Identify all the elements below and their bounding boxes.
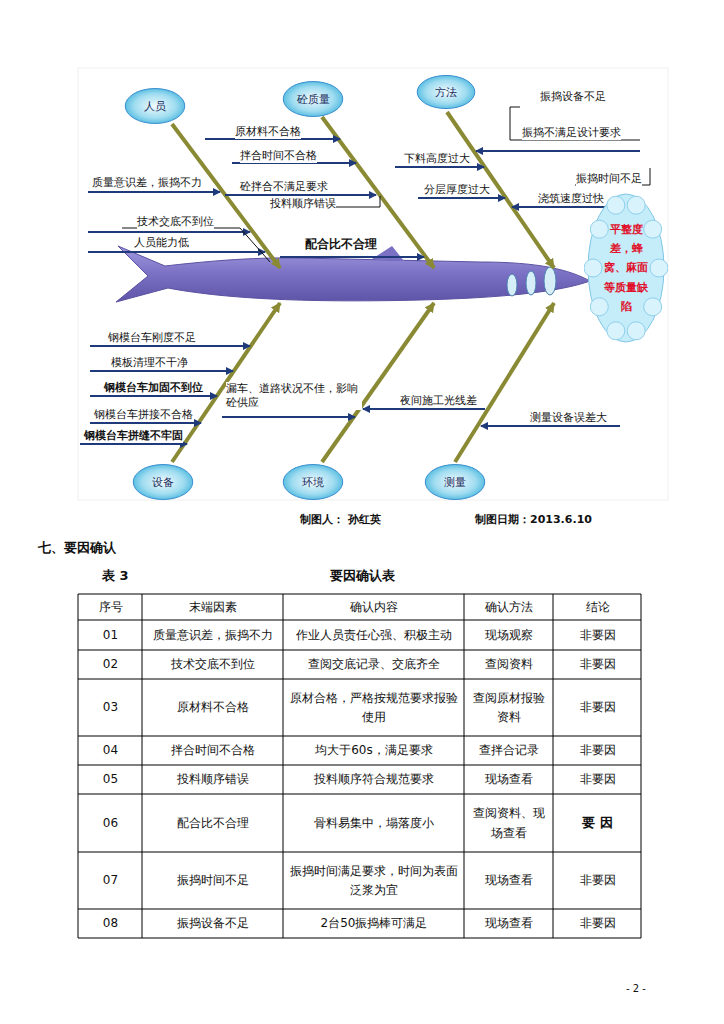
cause-label: 测量设备误差大 [530,411,607,425]
effect-cloud: 平整度差，蜂窝、麻面等质量缺陷 [584,190,668,346]
table-cell: 06 [79,795,142,852]
table-cell: 原材料不合格 [143,680,283,736]
table-cell: 骨料易集中，塌落度小 [284,795,464,852]
table-cell: 查拌合记录 [465,737,553,765]
table-cell: 非要因 [554,680,641,736]
node-text: 人员 [144,99,166,114]
table-cell: 质量意识差，振捣不力 [143,621,283,650]
cause-label: 下料高度过大 [404,152,470,166]
table-cell: 非要因 [554,766,641,794]
section-heading: 七、要因确认 [38,540,116,556]
table-cell: 01 [79,621,142,650]
table-cell: 非要因 [554,910,641,938]
node-text: 方法 [435,85,457,100]
table-cell: 配合比不合理 [143,795,283,852]
table-cell: 现场查看 [465,766,553,794]
category-oval: 环境 [282,463,344,501]
node-text: 砼质量 [297,92,330,107]
table-caption: 要因确认表 [330,568,395,584]
table-cell: 非要因 [554,737,641,765]
cause-label: 钢模台车拼缝不牢固 [84,429,183,443]
category-oval: 测量 [424,463,486,501]
cause-label: 分层厚度过大 [424,183,490,197]
table-cell: 非要因 [554,621,641,650]
cause-label: 人员能力低 [134,236,189,250]
cause-label: 振捣不满足设计要求 [522,126,621,140]
node-text: 环境 [302,475,324,490]
table-cell: 技术交底不到位 [143,651,283,679]
table-cell: 非要因 [554,853,641,909]
table-header-cell: 序号 [79,595,142,620]
cause-label: 模板清理不干净 [111,356,188,370]
cause-label: 砼拌合不满足要求 [240,180,328,194]
table-cell: 原材合格，严格按规范要求报验使用 [284,680,464,736]
table-cell: 拌合时间不合格 [143,737,283,765]
table-cell: 振捣时间不足 [143,853,283,909]
table-cell: 投料顺序符合规范要求 [284,766,464,794]
table-cell: 均大于60s，满足要求 [284,737,464,765]
cause-label: 振捣时间不足 [576,172,642,186]
drawing-credit: 制图人： 孙红英 [300,513,381,527]
table-cell: 查阅资料、现场查看 [465,795,553,852]
node-text: 测量 [444,475,466,490]
table-header-cell: 末端因素 [143,595,283,620]
cause-label: 钢模台车加固不到位 [104,381,203,395]
table-cell: 投料顺序错误 [143,766,283,794]
table-cell: 作业人员责任心强、积极主动 [284,621,464,650]
table-cell: 07 [79,853,142,909]
cause-label: 振捣设备不足 [540,90,606,104]
table-cell: 2台50振捣棒可满足 [284,910,464,938]
category-oval: 设备 [132,463,194,501]
cause-label: 拌合时间不合格 [240,149,317,163]
table-cell: 振捣时间满足要求，时间为表面泛浆为宜 [284,853,464,909]
cause-label: 夜间施工光线差 [400,394,477,408]
table-header-cell: 结论 [554,595,641,620]
table-cell: 非要因 [554,651,641,679]
table-cell: 现场观察 [465,621,553,650]
cause-label: 漏车、道路状况不佳，影响砼供应 [226,382,362,410]
cause-label: 技术交底不到位 [137,215,214,229]
cause-label: 质量意识差，振捣不力 [92,176,202,190]
drawing-credit: 制图日期：2013.6.10 [475,513,592,527]
cause-label: 钢模台车拼接不合格 [94,408,193,422]
page-number: - 2 - [626,983,646,996]
table-cell: 查阅原材报验资料 [465,680,553,736]
table-header-cell: 确认方法 [465,595,553,620]
table-cell: 现场查看 [465,910,553,938]
cause-label: 投料顺序错误 [270,197,336,211]
table-cell: 04 [79,737,142,765]
table-cell: 02 [79,651,142,679]
table-cell: 查阅资料 [465,651,553,679]
node-text: 平整度差，蜂窝、麻面等质量缺陷 [600,220,652,316]
cause-label: 配合比不合理 [305,237,377,252]
cause-label: 钢模台车刚度不足 [108,331,196,345]
table-caption: 表 3 [102,568,129,584]
table-cell: 现场查看 [465,853,553,909]
cause-label: 浇筑速度过快 [538,192,604,206]
table-cell: 振捣设备不足 [143,910,283,938]
table-cell: 05 [79,766,142,794]
category-oval: 方法 [416,74,476,110]
category-oval: 砼质量 [282,80,344,118]
cause-label: 原材料不合格 [235,125,301,139]
table-cell: 03 [79,680,142,736]
table-cell: 08 [79,910,142,938]
table-cell: 要 因 [554,795,641,852]
table-header-cell: 确认内容 [284,595,464,620]
node-text: 设备 [152,475,174,490]
table-cell: 查阅交底记录、交底齐全 [284,651,464,679]
category-oval: 人员 [124,87,186,125]
